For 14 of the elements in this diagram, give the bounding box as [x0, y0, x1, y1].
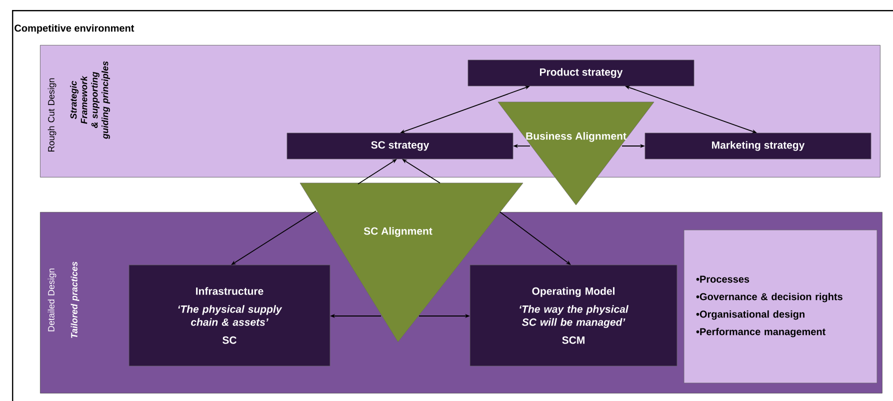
strategy-box: SC strategy: [286, 132, 514, 160]
band-label: Detailed Design: [48, 268, 56, 332]
frame-title: Competitive environment: [14, 24, 134, 34]
strategy-box: Marketing strategy: [644, 132, 872, 160]
alignment-triangle: Business Alignment: [498, 102, 654, 206]
practice-box: Operating Model ‘The way the physical SC will be managed’ SCM: [470, 264, 678, 366]
frame: [12, 10, 893, 401]
arrow: [500, 212, 571, 265]
strategy-box: Product strategy: [468, 60, 694, 86]
band-label: Tailored practices: [70, 262, 80, 338]
practice-list: •Processes •Governance & decision rights •Organisational design •Performance management: [684, 230, 878, 384]
band-label: Strategic Framework & supporting guiding principles: [70, 61, 110, 140]
practice-box: Infrastructure ‘The physical supply chain & assets’ SC: [128, 264, 330, 366]
band-label: Rough Cut Design: [48, 78, 56, 152]
